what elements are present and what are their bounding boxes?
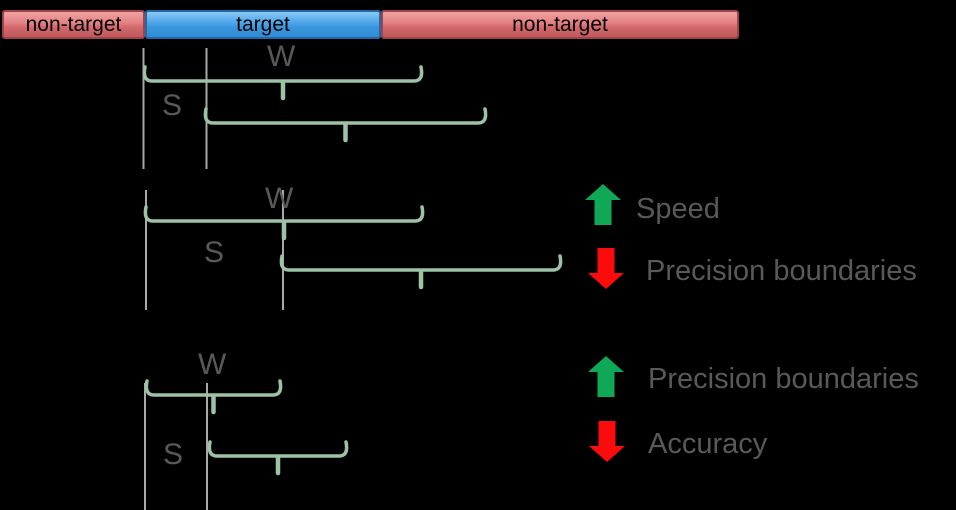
- target-bar: non-target target non-target: [2, 10, 739, 39]
- legend-label-accuracy: Accuracy: [648, 428, 768, 460]
- down-arrow-icon: [589, 421, 625, 462]
- measure-brace: [203, 107, 488, 125]
- bar-segment-target: target: [145, 10, 381, 39]
- group-3-w-label: W: [198, 348, 228, 381]
- group-1-w-label: W: [267, 40, 297, 73]
- bar-segment-nontarget-left: non-target: [2, 10, 145, 39]
- group-2-s-label: S: [204, 236, 226, 269]
- legend-label-speed: Speed: [636, 193, 720, 225]
- measure-brace: [207, 440, 349, 458]
- up-arrow-icon: [585, 184, 621, 225]
- legend-label-precision-2: Precision boundaries: [648, 363, 919, 395]
- down-arrow-icon: [588, 248, 624, 289]
- up-arrow-icon: [588, 356, 624, 397]
- bar-segment-label: target: [236, 13, 290, 36]
- group-3-s-label: S: [163, 438, 185, 471]
- measure-brace: [144, 379, 283, 397]
- measure-brace: [279, 254, 563, 272]
- bar-segment-nontarget-right: non-target: [381, 10, 739, 39]
- legend-label-precision-1: Precision boundaries: [646, 255, 917, 287]
- group-2-w-label: W: [265, 182, 295, 215]
- group-1-s-label: S: [162, 89, 184, 122]
- bar-segment-label: non-target: [512, 13, 608, 36]
- bar-segment-label: non-target: [25, 13, 122, 36]
